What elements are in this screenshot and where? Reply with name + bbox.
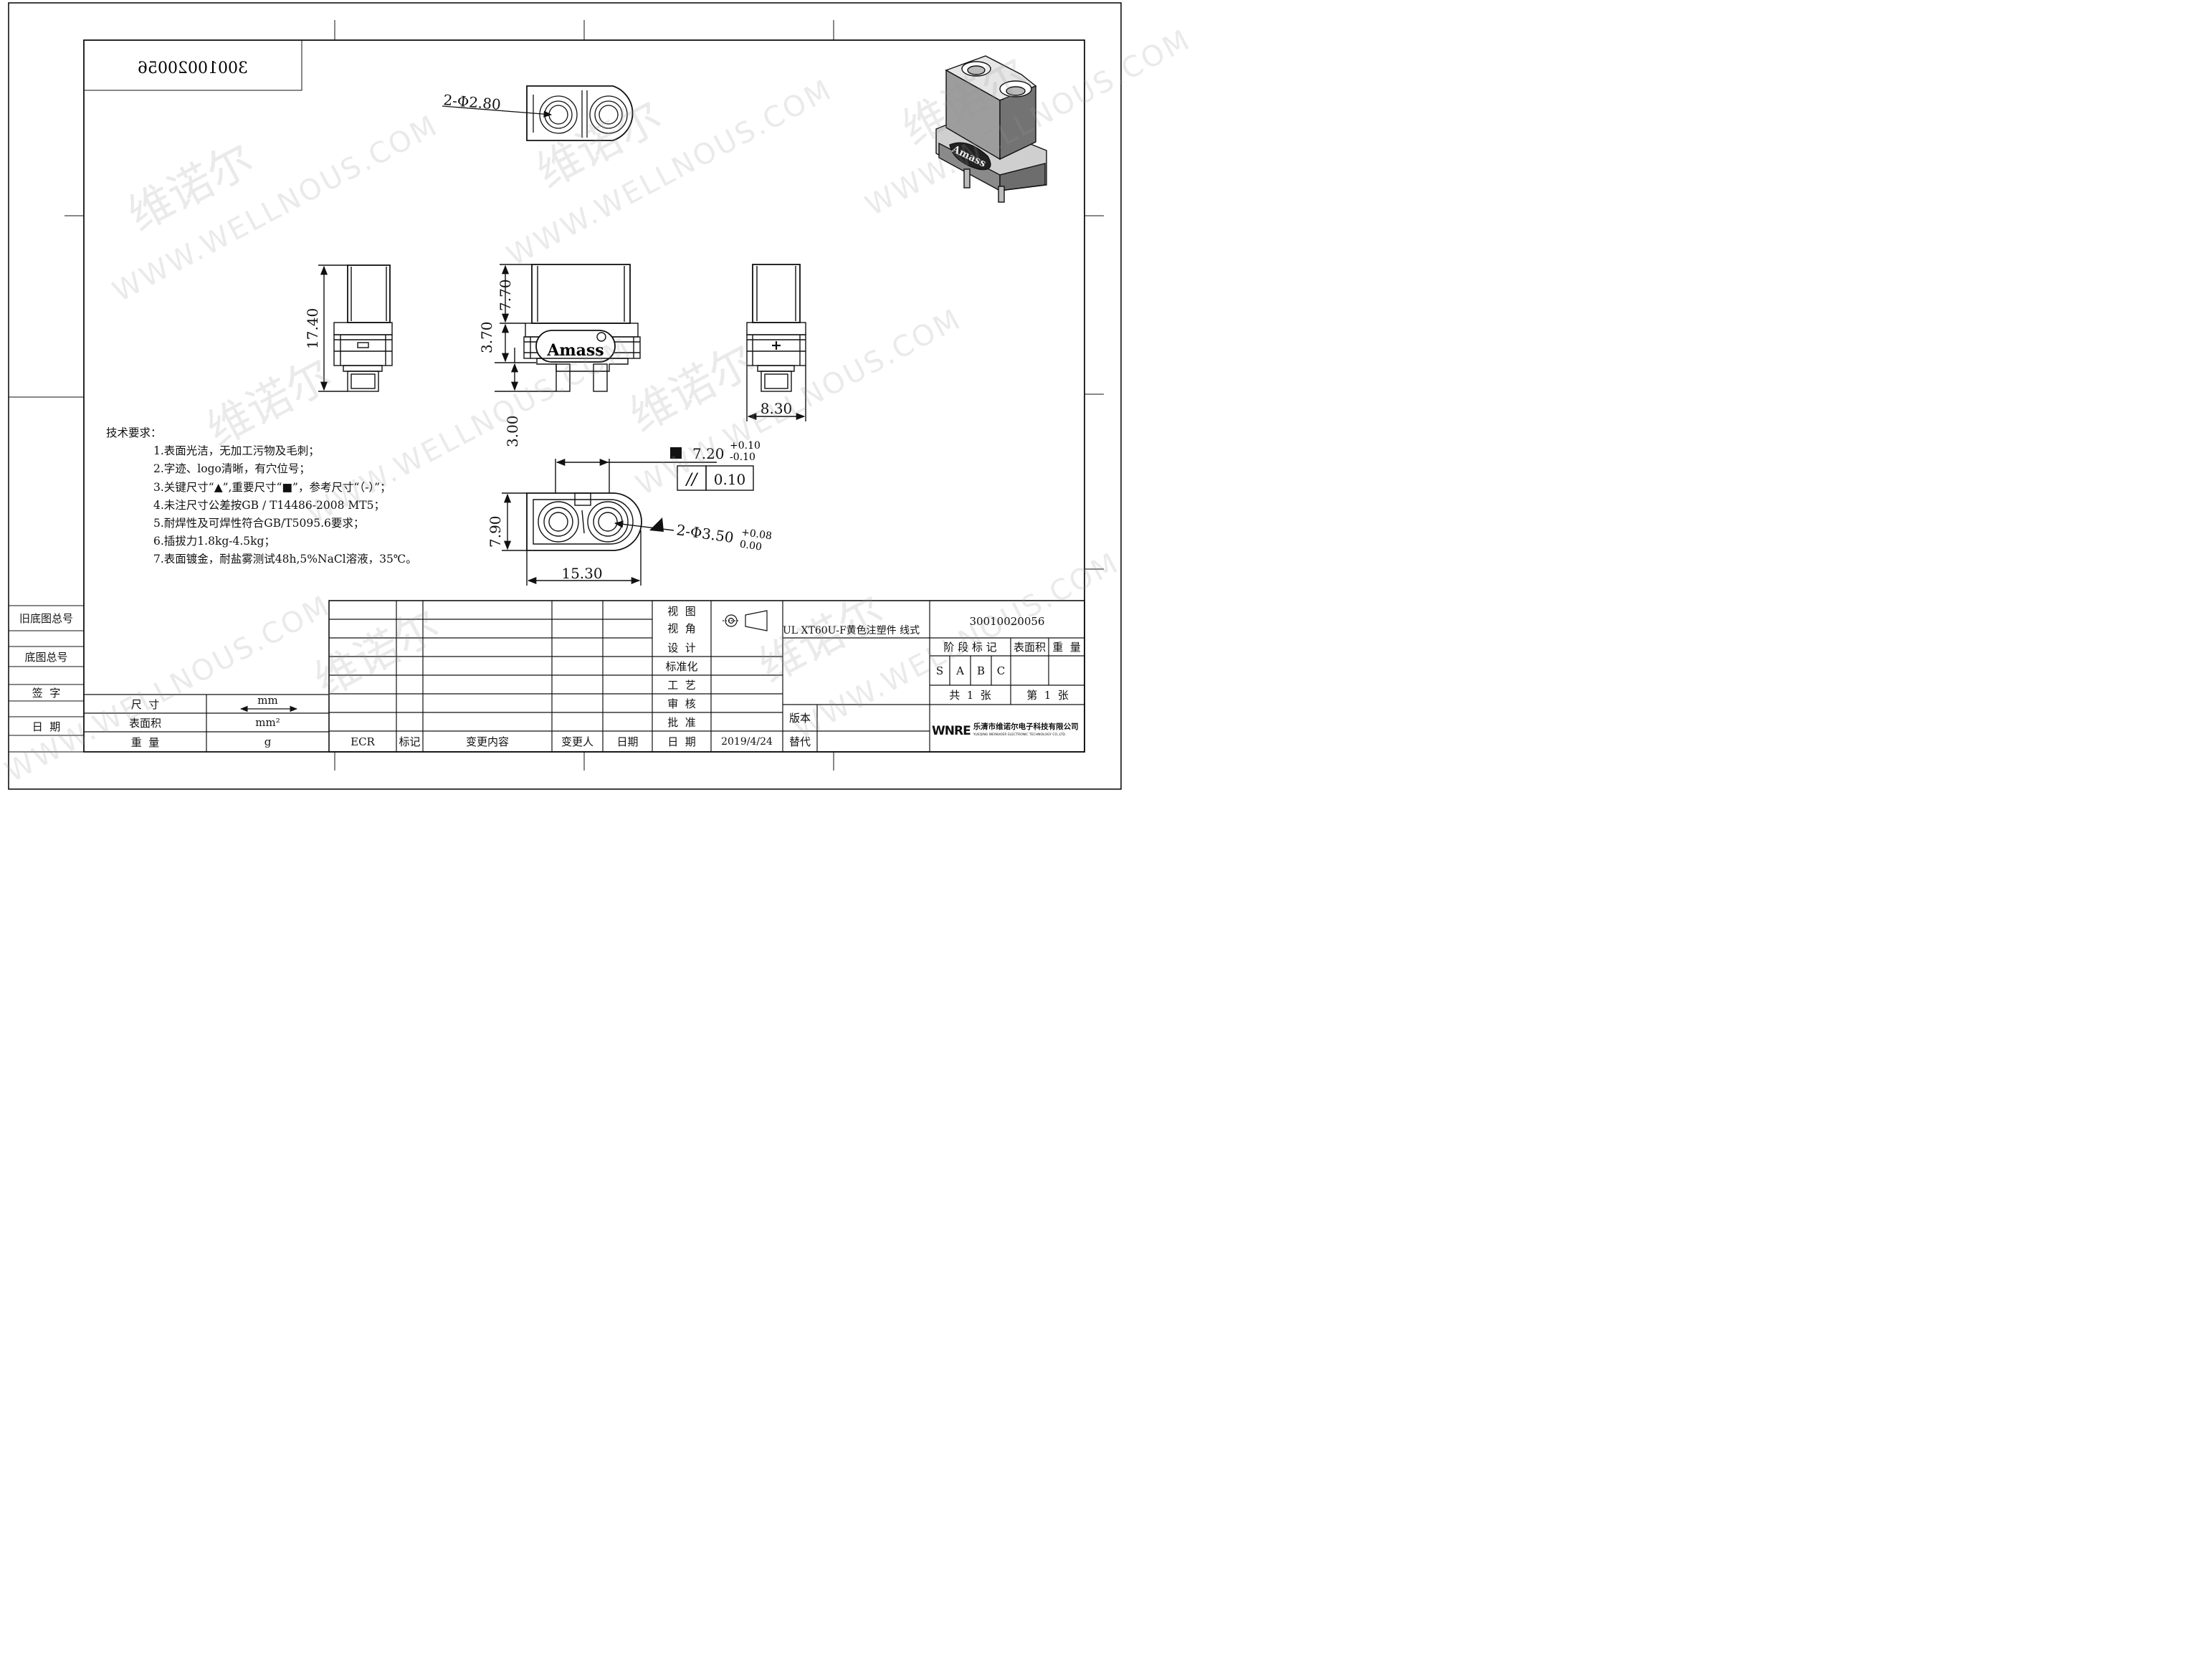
rev-header-content: 变更内容 xyxy=(465,735,509,748)
technical-requirements: 技术要求： 1.表面光洁，无加工污物及毛刺； 2.字迹、logo清晰，有穴位号；… xyxy=(106,424,417,569)
design-label: 设 计 xyxy=(667,641,696,654)
signature-label: 签 字 xyxy=(32,687,61,700)
process-label: 工 艺 xyxy=(667,678,696,692)
dim-hole-tol-lower: 0.00 xyxy=(739,539,763,553)
standardization-label: 标准化 xyxy=(665,659,698,673)
replace-label: 替代 xyxy=(788,735,811,748)
surface-area-header: 表面积 xyxy=(1013,641,1046,654)
top-view xyxy=(442,85,634,141)
stage-mark-c: C xyxy=(996,664,1006,677)
stage-mark-a: A xyxy=(956,664,964,677)
sheet-total: 共 1 张 xyxy=(949,689,991,702)
stage-mark-b: B xyxy=(976,664,986,677)
critical-dim-triangle xyxy=(649,517,664,532)
note-item: 1.表面光洁，无加工污物及毛刺； xyxy=(153,444,320,458)
dim-length: 15.30 xyxy=(561,565,602,582)
review-label: 审 核 xyxy=(667,697,696,710)
version-label: 版本 xyxy=(788,712,811,725)
note-item: 7.表面镀金，耐盐雾测试48h,5%NaCl溶液，35℃。 xyxy=(153,553,417,566)
dim-critical-tol-upper: +0.10 xyxy=(730,440,761,452)
dim-depth: 7.90 xyxy=(487,515,504,548)
unit-weight-label: 重 量 xyxy=(130,735,160,749)
title-block-grid xyxy=(84,600,1085,753)
dim-critical-width: 7.20 xyxy=(692,445,725,462)
drawing-number-mirrored: 30010020056 xyxy=(138,59,248,77)
unit-size-label: 尺 寸 xyxy=(130,697,160,711)
dim-pin-holes: 2-Φ2.80 xyxy=(443,91,502,113)
company-name-en: YUEQING WEINUOER ELECTRONIC TECHNOLOGY C… xyxy=(973,733,1067,737)
company-name-cn: 乐清市维诺尔电子科技有限公司 xyxy=(973,722,1079,731)
note-item: 6.插拔力1.8kg-4.5kg； xyxy=(153,535,275,548)
old-base-drawing-no-label: 旧底图总号 xyxy=(19,612,73,625)
dim-critical-tol-lower: -0.10 xyxy=(730,452,755,463)
company-logo: WNRE xyxy=(932,724,971,738)
dim-height-total: 17.40 xyxy=(304,308,321,349)
base-drawing-no-label: 底图总号 xyxy=(24,651,68,664)
right-side-view xyxy=(746,264,806,421)
dim-upper: 7.70 xyxy=(497,279,514,311)
unit-area-value: mm² xyxy=(255,716,280,729)
rev-header-changer: 变更人 xyxy=(561,735,593,748)
company-logo-block: WNRE 乐清市维诺尔电子科技有限公司 YUEQING WEINUOER ELE… xyxy=(932,717,1084,745)
note-item: 2.字迹、logo清晰，有穴位号； xyxy=(153,462,310,476)
dim-hole-dia: 2-Φ3.50 xyxy=(675,521,735,546)
stage-mark-s: S xyxy=(935,664,944,677)
left-side-view xyxy=(318,264,393,392)
engineering-drawing: 30010020056 2-Φ2.80 17.40 xyxy=(8,2,1122,790)
unit-area-label: 表面积 xyxy=(128,716,161,730)
sign-date-label: 日 期 xyxy=(667,735,696,748)
bottom-view xyxy=(502,458,754,586)
projection-symbol-icon xyxy=(723,610,768,631)
note-item: 4.未注尺寸公差按GB / T14486-2008 MT5； xyxy=(153,498,385,512)
dim-width-side: 8.30 xyxy=(761,400,793,417)
approve-label: 批 准 xyxy=(667,715,696,729)
dim-hole-tol-upper: +0.08 xyxy=(740,527,773,543)
note-item: 3.关键尺寸“▲”,重要尺寸“■”，参考尺寸“（-）”； xyxy=(153,480,391,494)
parallelism-value: 0.10 xyxy=(714,471,746,488)
view-angle-label: 视 图 视 角 xyxy=(667,605,696,635)
rev-header-date: 日期 xyxy=(616,735,639,748)
note-item: 5.耐焊性及可焊性符合GB/T5095.6要求； xyxy=(153,517,365,530)
front-view xyxy=(495,264,641,392)
brand-mark-front: Amass xyxy=(546,341,604,360)
date-label: 日 期 xyxy=(32,720,61,733)
drawing-number: 30010020056 xyxy=(969,615,1045,628)
weight-header: 重 量 xyxy=(1052,641,1081,654)
notes-heading: 技术要求： xyxy=(106,426,162,439)
part-title: UL XT60U-F黄色注塑件 线式 xyxy=(783,625,920,636)
stage-mark-header: 阶 段 标 记 xyxy=(943,641,997,654)
dim-pin-len: 3.00 xyxy=(504,415,521,447)
unit-weight-value: g xyxy=(264,735,272,748)
dim-middle: 3.70 xyxy=(478,321,495,353)
unit-size-value: mm xyxy=(257,694,278,707)
important-dim-square xyxy=(670,447,682,459)
sheet-number: 第 1 张 xyxy=(1026,689,1069,702)
parallelism-symbol: // xyxy=(685,471,699,489)
sign-date-value: 2019/4/24 xyxy=(721,735,773,748)
rev-header-ecr: ECR xyxy=(351,735,375,748)
rev-header-mark: 标记 xyxy=(399,735,421,748)
isometric-view xyxy=(935,55,1047,203)
